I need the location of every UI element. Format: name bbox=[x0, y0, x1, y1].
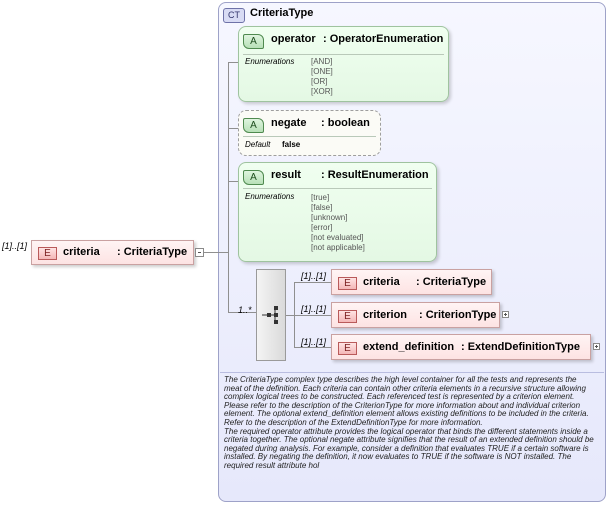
attribute-divider bbox=[243, 54, 444, 55]
tree-line bbox=[218, 252, 228, 253]
enumerations-label: Enumerations bbox=[245, 192, 295, 201]
child-element-type: : ExtendDefinitionType bbox=[461, 341, 580, 353]
child-element-extend-definition[interactable]: E extend_definition : ExtendDefinitionTy… bbox=[331, 334, 591, 360]
default-label: Default bbox=[245, 140, 271, 149]
element-icon: E bbox=[338, 310, 357, 323]
child-element-name: extend_definition bbox=[363, 341, 455, 353]
documentation-divider bbox=[220, 372, 604, 373]
attribute-type: : OperatorEnumeration bbox=[323, 33, 444, 45]
attribute-divider bbox=[243, 188, 432, 189]
child-cardinality: [1]..[1] bbox=[301, 271, 327, 281]
attribute-divider bbox=[243, 136, 376, 137]
enum-value: [not evaluated] bbox=[311, 233, 364, 242]
child-element-name: criterion bbox=[363, 309, 408, 321]
expand-icon[interactable] bbox=[502, 311, 509, 318]
attribute-name: negate bbox=[271, 117, 307, 129]
enum-value: [XOR] bbox=[311, 87, 333, 96]
child-cardinality: [1]..[1] bbox=[301, 304, 327, 314]
enumerations-label: Enumerations bbox=[245, 57, 295, 66]
sequence-compositor[interactable] bbox=[256, 269, 286, 361]
element-icon: E bbox=[338, 342, 357, 355]
tree-line bbox=[228, 128, 238, 129]
attribute-icon: A bbox=[243, 34, 264, 49]
default-value: false bbox=[282, 140, 301, 149]
enum-value: [error] bbox=[311, 223, 333, 232]
child-element-criterion[interactable]: E criterion : CriterionType bbox=[331, 302, 500, 328]
element-icon: E bbox=[38, 247, 57, 260]
branch-line bbox=[294, 282, 295, 347]
root-cardinality: [1]..[1] bbox=[2, 241, 28, 251]
enum-value: [ONE] bbox=[311, 67, 333, 76]
child-element-name: criteria bbox=[363, 276, 400, 288]
tree-line bbox=[228, 181, 238, 182]
expand-icon[interactable] bbox=[593, 343, 600, 350]
complex-type-icon: CT bbox=[223, 8, 245, 23]
enum-value: [OR] bbox=[311, 77, 328, 86]
enum-value: [true] bbox=[311, 193, 330, 202]
attribute-negate[interactable]: A negate : boolean Default false bbox=[238, 110, 381, 156]
tree-line bbox=[228, 312, 256, 313]
root-element-criteria[interactable]: E criteria : CriteriaType bbox=[31, 240, 194, 265]
child-cardinality: [1]..[1] bbox=[301, 337, 327, 347]
sequence-cardinality: 1..* bbox=[238, 305, 252, 315]
child-element-type: : CriteriaType bbox=[416, 276, 487, 288]
sequence-icon bbox=[262, 306, 278, 324]
attribute-result[interactable]: A result : ResultEnumeration Enumeration… bbox=[238, 162, 437, 262]
tree-line bbox=[228, 62, 229, 312]
enum-value: [unknown] bbox=[311, 213, 348, 222]
branch-line bbox=[286, 315, 294, 316]
root-element-type: : CriteriaType bbox=[117, 246, 188, 258]
branch-line bbox=[294, 282, 331, 283]
attribute-type: : boolean bbox=[321, 117, 370, 129]
branch-line bbox=[294, 315, 331, 316]
enum-value: [not applicable] bbox=[311, 243, 365, 252]
enum-value: [false] bbox=[311, 203, 333, 212]
connector-line bbox=[204, 252, 218, 253]
attribute-name: operator bbox=[271, 33, 316, 45]
attribute-operator[interactable]: A operator : OperatorEnumeration Enumera… bbox=[238, 26, 449, 102]
attribute-icon: A bbox=[243, 118, 264, 133]
attribute-icon: A bbox=[243, 170, 264, 185]
tree-line bbox=[228, 62, 238, 63]
child-element-type: : CriterionType bbox=[419, 309, 497, 321]
enum-value: [AND] bbox=[311, 57, 333, 66]
documentation-text: The CriteriaType complex type describes … bbox=[224, 376, 594, 470]
child-element-criteria[interactable]: E criteria : CriteriaType bbox=[331, 269, 492, 295]
branch-line bbox=[294, 347, 331, 348]
attribute-name: result bbox=[271, 169, 301, 181]
attribute-type: : ResultEnumeration bbox=[321, 169, 429, 181]
element-icon: E bbox=[338, 277, 357, 290]
complex-type-title: CriteriaType bbox=[250, 7, 314, 19]
collapse-icon[interactable] bbox=[195, 248, 204, 257]
root-element-name: criteria bbox=[63, 246, 100, 258]
